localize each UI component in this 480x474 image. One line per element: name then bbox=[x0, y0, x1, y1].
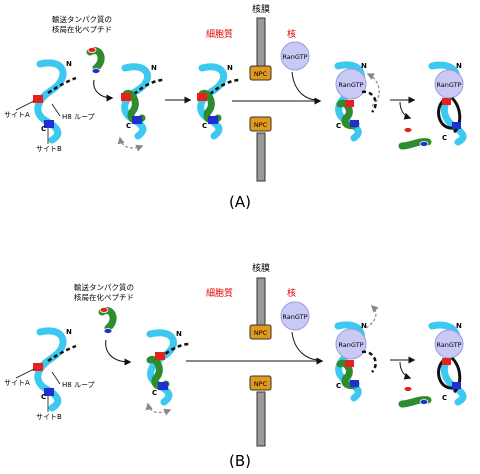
cargo-label-line1-b: 輸送タンパク質の bbox=[74, 282, 134, 292]
bind-arrow-a bbox=[93, 79, 114, 102]
importin-stage4-b: RanGTP N C bbox=[428, 321, 467, 406]
panel-b: NPC NPC 核膜 細胞質 核 輸送タンパク質の 核局在化ペプチド N C サ… bbox=[4, 262, 467, 470]
rangtp-bound-label: RanGTP bbox=[338, 81, 363, 89]
h8-loop-label: H8 ループ bbox=[62, 381, 95, 389]
importin-helix bbox=[34, 59, 67, 144]
npc-top-b bbox=[249, 324, 272, 340]
importin-stage4-a: RanGTP N C bbox=[334, 61, 380, 142]
rangtp-free-label-a: RanGTP bbox=[282, 53, 307, 61]
c-terminus: C bbox=[152, 389, 157, 397]
h8-loop-pointer bbox=[51, 371, 61, 385]
n-terminus: N bbox=[66, 328, 72, 336]
importin-stage1-a: N C サイトA サイトB H8 ループ bbox=[4, 59, 95, 153]
rangtp-free-label-b: RanGTP bbox=[282, 313, 307, 321]
importin-stage1-b: N C サイトA サイトB H8 ループ bbox=[4, 327, 95, 421]
site-b-label: サイトB bbox=[36, 145, 62, 153]
c-terminus: C bbox=[336, 122, 341, 130]
caption-a: (A) bbox=[229, 193, 251, 211]
n-terminus: N bbox=[456, 322, 462, 330]
cargo-released-b bbox=[398, 386, 432, 408]
panel-a: NPC NPC 核膜 細胞質 核 輸送タンパク質の 核局在化ペプチド N C サ… bbox=[4, 3, 467, 211]
importin-stage3-a: N C bbox=[197, 63, 241, 140]
ran-join-arrow-a bbox=[291, 71, 319, 101]
site-a-pointer bbox=[15, 368, 35, 379]
site-a-pointer bbox=[15, 100, 35, 111]
envelope-label-a: 核膜 bbox=[252, 3, 270, 15]
c-terminus: C bbox=[41, 125, 46, 133]
envelope-bar-bottom-b bbox=[256, 391, 266, 447]
envelope-bar-bottom-a bbox=[256, 132, 266, 182]
release-arrow-a bbox=[399, 101, 412, 120]
n-terminus: N bbox=[227, 64, 233, 72]
importin-stage2-a: N C bbox=[117, 63, 165, 152]
envelope-bar-top-b bbox=[256, 277, 266, 329]
npc-bottom-label-b: NPC bbox=[254, 380, 268, 388]
importin-stage5-a: RanGTP N C bbox=[428, 61, 467, 146]
npc-top-label-a: NPC bbox=[254, 70, 268, 78]
importin-stage2-b: N C bbox=[145, 329, 191, 416]
site-a-label: サイトA bbox=[4, 111, 30, 119]
cargo-label-line2-b: 核局在化ペプチド bbox=[74, 292, 134, 302]
npc-top-label-b: NPC bbox=[254, 329, 268, 337]
envelope-label-b: 核膜 bbox=[252, 262, 270, 274]
c-terminus: C bbox=[126, 122, 131, 130]
c-terminus: C bbox=[336, 382, 341, 390]
caption-b: (B) bbox=[229, 452, 251, 470]
importin-stage3-b: RanGTP N C bbox=[334, 304, 379, 402]
c-terminus: C bbox=[442, 134, 447, 142]
h8-loop bbox=[47, 76, 77, 95]
n-terminus: N bbox=[361, 322, 367, 330]
h8-loop-label: H8 ループ bbox=[62, 113, 95, 121]
site-a-marker bbox=[33, 95, 43, 103]
c-terminus: C bbox=[442, 394, 447, 402]
cargo-label-line2-a: 核局在化ペプチド bbox=[52, 24, 112, 34]
n-terminus: N bbox=[176, 330, 182, 338]
rangtp-bound-label: RanGTP bbox=[436, 81, 461, 89]
n-terminus: N bbox=[66, 60, 72, 68]
c-terminus: C bbox=[41, 393, 46, 401]
npc-top-a bbox=[249, 65, 272, 81]
n-terminus: N bbox=[456, 62, 462, 70]
cytoplasm-label-b: 細胞質 bbox=[206, 287, 233, 299]
npc-bottom-label-a: NPC bbox=[254, 121, 268, 129]
site-b-marker bbox=[44, 120, 54, 128]
rangtp-bound-label: RanGTP bbox=[436, 341, 461, 349]
cargo-peptide-free-a bbox=[86, 47, 105, 74]
rangtp-bound-label: RanGTP bbox=[338, 341, 363, 349]
nucleus-label-a: 核 bbox=[287, 28, 296, 40]
c-terminus: C bbox=[202, 122, 207, 130]
ran-join-arrow-b bbox=[291, 331, 321, 361]
npc-bottom-a bbox=[249, 116, 272, 132]
npc-bottom-b bbox=[249, 375, 272, 391]
rangtp-free-b bbox=[280, 301, 310, 331]
release-arrow-b bbox=[399, 361, 412, 380]
n-terminus: N bbox=[361, 62, 367, 70]
nucleus-label-b: 核 bbox=[287, 287, 296, 299]
cargo-released-a bbox=[398, 127, 432, 150]
site-a-label: サイトA bbox=[4, 379, 30, 387]
bind-arrow-b bbox=[105, 339, 132, 366]
h8-loop-pointer bbox=[51, 103, 61, 117]
rangtp-free-a bbox=[280, 41, 310, 71]
cargo-label-line1-a: 輸送タンパク質の bbox=[52, 14, 112, 24]
cytoplasm-label-a: 細胞質 bbox=[206, 28, 233, 40]
envelope-bar-top-a bbox=[256, 17, 266, 71]
n-terminus: N bbox=[151, 64, 157, 72]
site-b-label: サイトB bbox=[36, 413, 62, 421]
cargo-peptide-free-b bbox=[98, 307, 117, 334]
